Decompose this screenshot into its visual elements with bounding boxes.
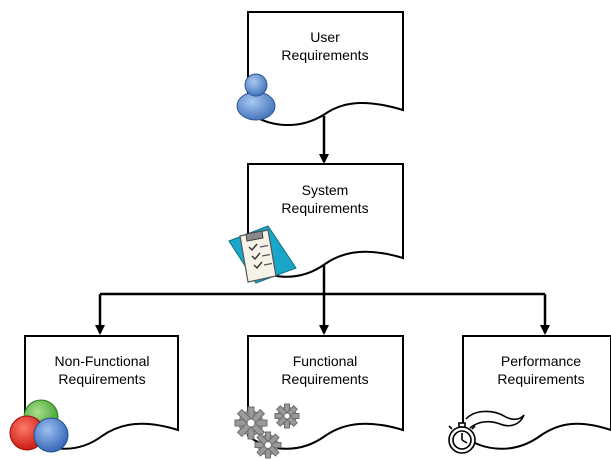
node-nonfunctional-requirements[interactable]: Non-Functional Requirements [9,335,179,453]
node-label-line2: Requirements [58,371,145,387]
gears-icon [234,403,300,459]
node-label-line2: Requirements [281,371,368,387]
node-label-line2: Requirements [281,47,368,63]
node-label-line1: System [302,182,349,198]
node-label-line1: Performance [501,353,581,369]
node-label-line1: Functional [293,353,358,369]
user-person-icon [236,73,276,121]
node-performance-requirements[interactable]: Performance Requirements [448,335,611,454]
node-functional-requirements[interactable]: Functional Requirements [234,335,404,459]
node-label-line1: User [310,29,340,45]
node-label-line1: Non-Functional [55,353,150,369]
node-system-requirements[interactable]: System Requirements [228,163,404,284]
stopwatch-icon [448,410,525,454]
node-label-line2: Requirements [497,371,584,387]
node-label-line2: Requirements [281,200,368,216]
connectors [95,116,550,335]
document-shape [247,11,404,126]
clipboard-checklist-icon [228,225,297,284]
colored-circles-icon [9,399,69,453]
node-user-requirements[interactable]: User Requirements [236,11,404,126]
document-shape [462,335,611,450]
